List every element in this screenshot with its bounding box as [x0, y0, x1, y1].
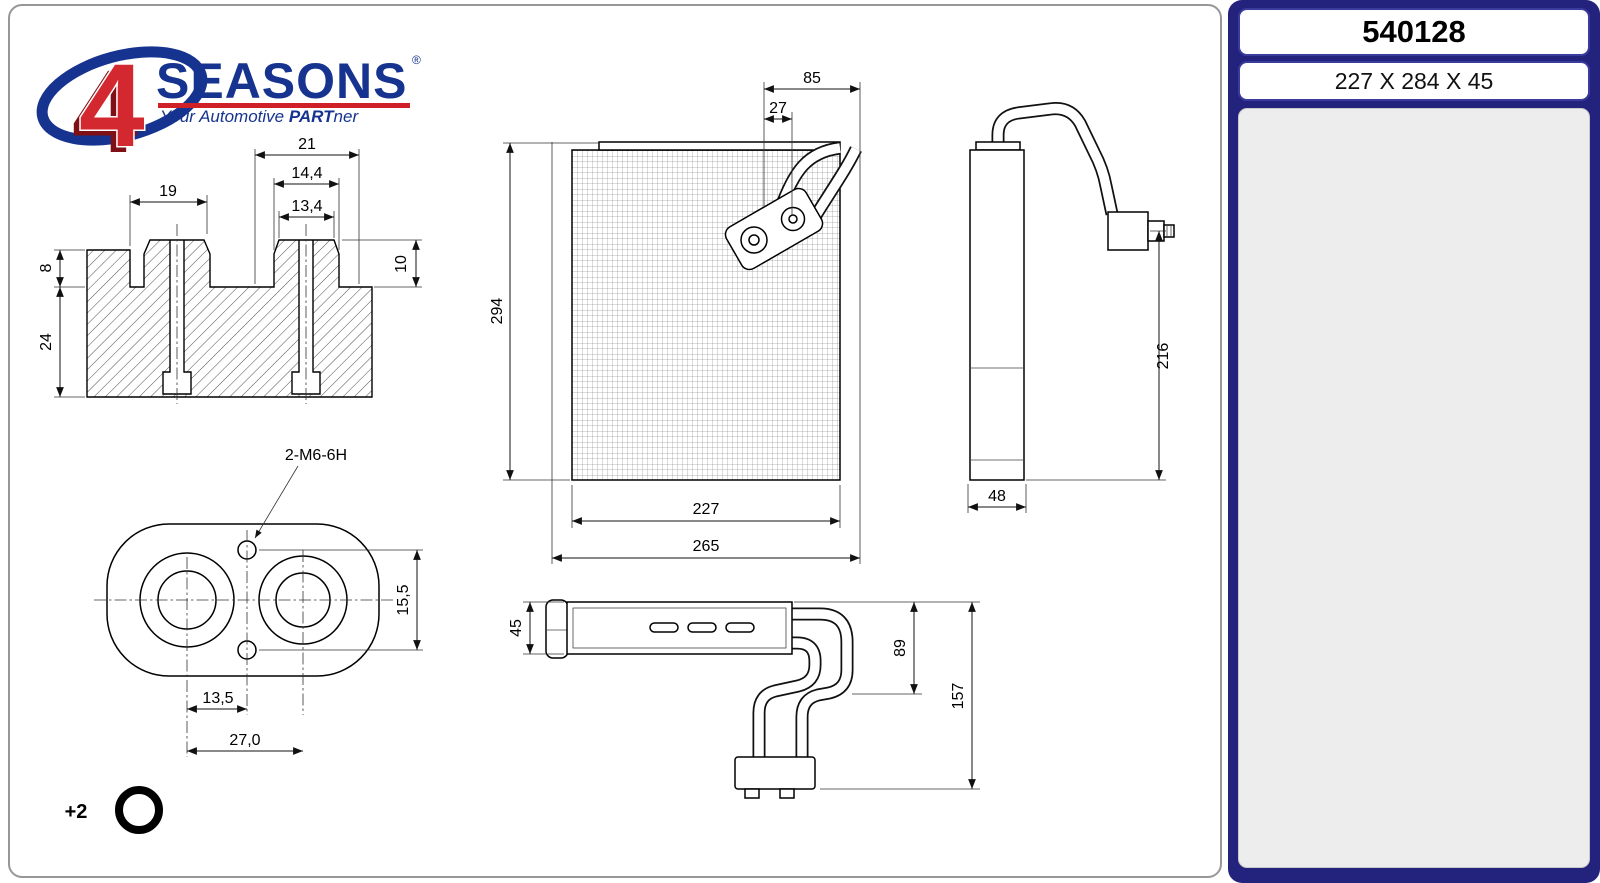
logo-red-underline: [158, 103, 410, 108]
body-inner-line: [572, 607, 787, 649]
thread-ticks: [1166, 225, 1172, 237]
registered-mark: ®: [412, 53, 421, 67]
brand-logo: 4 4 SEASONS ® Your Automotive PARTner: [32, 34, 432, 178]
core-top-plate: [598, 141, 841, 151]
dim-side-216: 216: [1026, 230, 1172, 481]
dim-section-13-4: 13,4: [278, 198, 335, 238]
dim-label-14-4: 14,4: [291, 165, 322, 182]
part-dimensions-box: 227 X 284 X 45: [1238, 61, 1590, 101]
dim-label-24: 24: [38, 333, 55, 351]
flange-section-body: [86, 239, 373, 398]
dim-section-8: 8: [38, 249, 85, 288]
dim-label-13-5: 13,5: [202, 690, 233, 707]
dim-front-227: 227: [571, 485, 841, 528]
dim-section-19: 19: [129, 183, 208, 246]
dim-label-265: 265: [693, 538, 720, 555]
dim-label-294: 294: [489, 298, 506, 325]
technical-drawing-canvas: 19 21 14,4 13,4 8: [38, 70, 1175, 834]
part-info-panel: 540128 227 X 284 X 45: [1228, 0, 1600, 883]
logo-four: 4: [79, 40, 145, 164]
logo-four-shadow: 4: [72, 46, 138, 164]
dim-label-21: 21: [298, 136, 316, 153]
evaporator-body-top: [566, 601, 793, 655]
dim-label-85: 85: [803, 70, 821, 87]
top-left-bracket: [545, 599, 569, 659]
dim-section-14-4: 14,4: [273, 165, 340, 250]
logo-tagline: Your Automotive PARTner: [160, 107, 359, 126]
dim-label-13-4: 13,4: [291, 198, 322, 215]
tagline-suffix: ner: [334, 107, 360, 126]
dim-label-27: 27: [769, 100, 787, 117]
dim-section-21: 21: [254, 136, 360, 284]
body-slot-3: [725, 622, 755, 633]
dim-front-265: 265: [552, 538, 860, 562]
top-pipe-inner: [754, 638, 820, 759]
dim-label-15-5: 15,5: [395, 584, 412, 615]
dim-face-15-5: 15,5: [259, 549, 423, 651]
fitting-port-small-bore: [788, 214, 798, 224]
dim-label-89: 89: [892, 639, 909, 657]
oring-note: +2: [65, 786, 163, 834]
dim-label-19: 19: [159, 183, 177, 200]
side-pipe: [993, 103, 1117, 215]
block-tab-right: [779, 788, 795, 799]
part-number: 540128: [1362, 14, 1466, 49]
evaporator-side-view: 216 48: [967, 102, 1175, 513]
empty-detail-panel: [1238, 108, 1590, 868]
part-dimensions: 227 X 284 X 45: [1334, 67, 1494, 94]
thread-callout: 2-M6-6H: [254, 447, 347, 539]
body-slot-2: [687, 622, 717, 633]
fitting-block-side: [1107, 211, 1149, 251]
dim-front-27: 27: [764, 100, 793, 215]
dim-label-10: 10: [393, 255, 410, 273]
flange-face-view: 2-M6-6H 15,5 13,5 27,0: [94, 447, 423, 757]
brand-logo-canvas: 4 4 SEASONS ® Your Automotive PARTner: [36, 39, 421, 178]
dim-side-48: 48: [967, 484, 1027, 513]
evaporator-top-view: 45 89 157: [508, 599, 980, 799]
flange-section-view: 19 21 14,4 13,4 8: [38, 136, 422, 404]
dim-face-27-0: 27,0: [187, 732, 303, 755]
dim-label-48: 48: [988, 488, 1006, 505]
oring-symbol: [115, 786, 163, 834]
side-top-cap: [975, 141, 1021, 151]
dim-label-45: 45: [508, 619, 525, 637]
dim-label-157: 157: [950, 683, 967, 710]
oring-qty-label: +2: [65, 801, 88, 823]
logo-swoosh-ellipse: [36, 46, 208, 146]
part-number-box: 540128: [1238, 8, 1590, 56]
dim-label-8: 8: [38, 263, 55, 272]
dim-section-24: 24: [38, 287, 85, 398]
dim-label-27-0: 27,0: [229, 732, 260, 749]
drawing-sheet: 4 4 SEASONS ® Your Automotive PARTner: [8, 4, 1222, 878]
dim-top-89: 89: [794, 601, 980, 695]
dim-section-10: 10: [342, 239, 422, 288]
body-slot-1: [649, 622, 679, 633]
side-seam-lines: [970, 367, 1024, 461]
tagline-bold: PART: [289, 107, 335, 126]
block-tab-left: [744, 788, 760, 799]
dim-label-227: 227: [693, 501, 720, 518]
pipe-end-block: [734, 756, 816, 790]
dim-top-157: 157: [820, 602, 980, 790]
logo-wordmark: SEASONS: [156, 53, 408, 109]
dim-front-85: 85: [763, 70, 861, 564]
dim-front-294: 294: [489, 142, 599, 481]
top-pipe-outer: [790, 609, 852, 759]
thread-callout-label: 2-M6-6H: [285, 447, 347, 464]
dim-face-13-5: 13,5: [187, 690, 247, 713]
dim-label-216: 216: [1155, 343, 1172, 370]
evaporator-core-side: [969, 149, 1025, 481]
fitting-port-large-bore: [748, 234, 760, 246]
tagline-prefix: Your Automotive: [160, 107, 289, 126]
evaporator-front-view: 85 27 294 227 265: [489, 70, 862, 564]
dim-top-45: 45: [508, 601, 564, 655]
